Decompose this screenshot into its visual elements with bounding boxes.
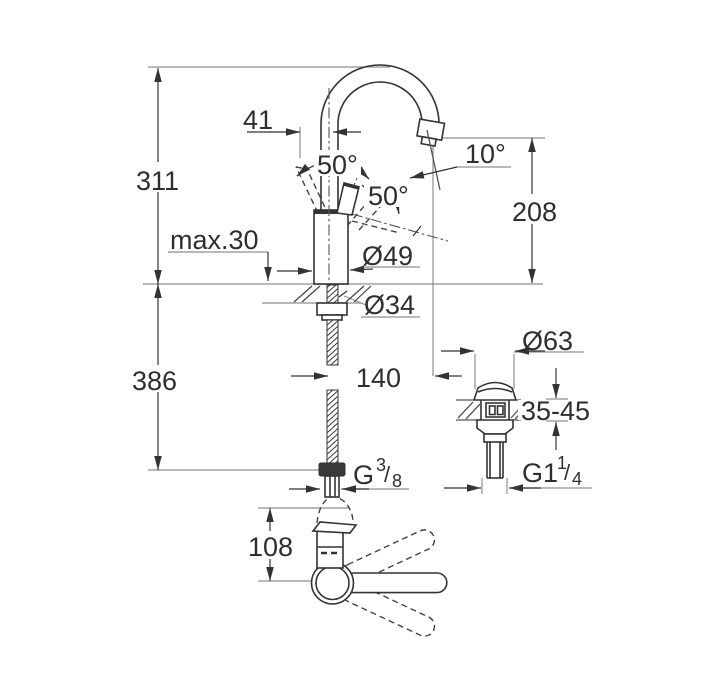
dim-outlet-angle-label: 10° [465, 139, 506, 169]
drain-locknut [476, 419, 514, 435]
dim-deck-range-label: 35-45 [521, 396, 590, 426]
spout-plan-dashed [316, 496, 354, 524]
faucet-body [313, 209, 349, 285]
dim-swing-left-label: 50° [317, 150, 358, 180]
hose-thread-sup: 3 [376, 455, 386, 475]
drain-thread-sup: 1 [557, 453, 567, 473]
drain-tailpipe [486, 442, 504, 479]
drain-thread-sub: 4 [572, 469, 582, 489]
spout-outer [320, 64, 440, 212]
dim-plan-depth-label: 108 [248, 532, 293, 562]
hose-thread-slash: / [384, 462, 391, 487]
hose-nut [318, 462, 346, 477]
dim-deck-max-label: max.30 [170, 225, 259, 255]
dim-swing-right-label: 50° [368, 181, 409, 211]
drain-cap [472, 381, 518, 401]
spout-flare-plan [311, 521, 358, 534]
faucet-side-view [293, 64, 449, 498]
hose-thread-base: G [353, 460, 374, 490]
lever-plan-solid [332, 572, 448, 594]
hose-thread-sub: 8 [392, 471, 402, 491]
swing-tick [412, 225, 422, 237]
faucet-top-view [310, 496, 448, 637]
fixing-nut [316, 302, 348, 316]
dim-spout-reach-label: 140 [356, 363, 401, 393]
label-halos [129, 150, 584, 559]
drain-collar [483, 433, 507, 443]
drain-overflow-window [485, 402, 506, 418]
dim-below-deck-label: 386 [132, 366, 177, 396]
dim-body-diameter-label: Ø49 [362, 241, 413, 271]
extension-lines [143, 66, 592, 582]
lever-swing-centerline [351, 213, 449, 242]
lever-dashed-down [341, 581, 436, 637]
dim-outlet-height-label: 208 [512, 197, 557, 227]
lever-top-edge [343, 182, 360, 190]
outlet-angle-line [426, 129, 441, 191]
fixing-washer [321, 314, 343, 321]
dim-spout-offset-label: 41 [243, 105, 273, 135]
drain-detail [456, 381, 522, 479]
lever-dashed-up [341, 529, 436, 585]
flex-hose-upper [326, 319, 339, 366]
drain-thread-slash: / [564, 460, 571, 485]
dim-hole-diameter-label: Ø34 [364, 290, 415, 320]
deck-hatching [293, 285, 372, 303]
dim-total-height-label: 311 [136, 166, 179, 196]
spout-inner [337, 81, 423, 212]
hose-stub [324, 475, 340, 498]
dimension-labels: 311 41 50° 50° 10° 208 max.30 Ø49 Ø34 38… [132, 105, 590, 562]
mounting-stud [326, 284, 339, 304]
dim-flange-diameter-label: Ø63 [522, 326, 573, 356]
flex-hose-lower [326, 389, 339, 464]
drain-thread-base: G1 [522, 458, 558, 488]
